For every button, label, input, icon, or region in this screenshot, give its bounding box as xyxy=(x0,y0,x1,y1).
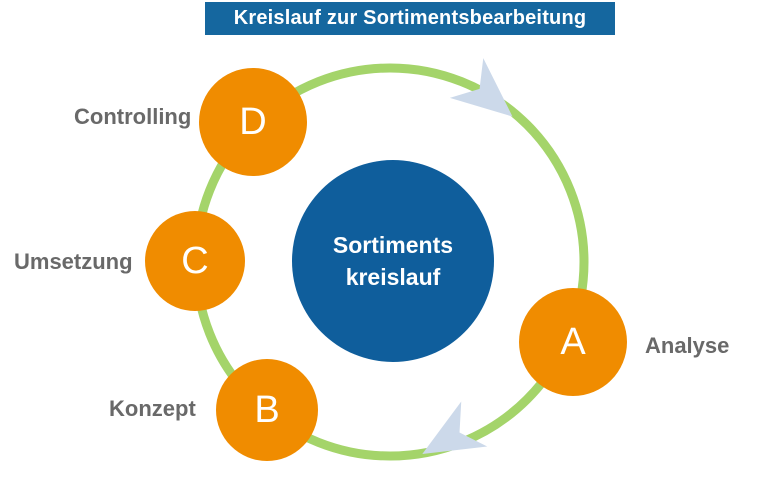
node-circle-b: B xyxy=(216,359,318,461)
node-circle-d: D xyxy=(199,68,307,176)
center-circle: Sortiments kreislauf xyxy=(292,160,494,362)
node-letter-b: B xyxy=(254,388,280,431)
clockwise-arrow-icon-bottom xyxy=(422,401,488,454)
center-circle-line1: Sortiments xyxy=(332,232,454,258)
label-controlling: Controlling xyxy=(74,104,192,129)
node-letter-c: C xyxy=(181,239,209,282)
node-letter-d: D xyxy=(239,100,267,143)
diagram-title-text: Kreislauf zur Sortimentsbearbeitung xyxy=(233,7,587,29)
node-circle-c: C xyxy=(145,211,245,311)
node-letter-a: A xyxy=(560,320,586,363)
label-umsetzung: Umsetzung xyxy=(14,249,133,274)
center-circle-line2: kreislauf xyxy=(345,264,441,290)
diagram-title-bar: Kreislauf zur Sortimentsbearbeitung xyxy=(205,2,615,35)
label-konzept: Konzept xyxy=(109,396,196,421)
clockwise-arrow-icon-top xyxy=(449,58,513,117)
label-analyse: Analyse xyxy=(645,333,730,358)
node-circle-a: A xyxy=(519,288,627,396)
